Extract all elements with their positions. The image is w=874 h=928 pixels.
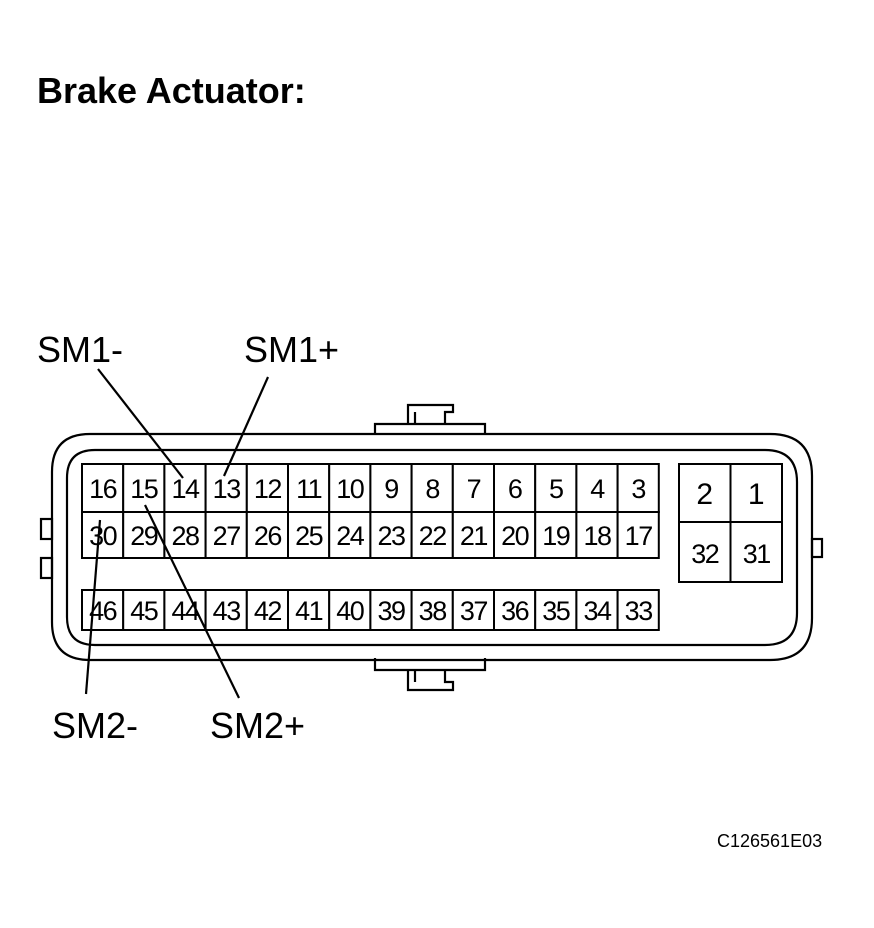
top-latch-base [373,422,487,434]
right-key [810,537,824,559]
leader-sm1-plus [222,376,270,477]
callout-sm2-minus: SM2- [52,705,138,746]
pin-number: 21 [460,521,488,551]
pin-number: 39 [377,596,405,626]
pin-number: 41 [295,596,323,626]
pin-number: 30 [89,521,117,551]
pin-number: 25 [295,521,323,551]
figure-code: C126561E03 [717,831,822,851]
pin-number: 22 [419,521,447,551]
pin-cell [328,589,372,631]
pin-number: 7 [467,474,481,504]
pin-number: 31 [743,539,771,569]
pin-number: 29 [130,521,158,551]
pin-number: 45 [130,596,158,626]
pin-cell [410,463,454,513]
pin-number: 16 [89,474,117,504]
pin-cell [287,511,331,559]
pin-number: 35 [542,596,570,626]
pin-number: 15 [130,474,158,504]
pin-number: 42 [254,596,282,626]
connector-housing [39,403,824,692]
pin-cell [451,463,495,513]
pin-cell [575,589,619,631]
left-key-lower [39,556,54,580]
side-pin-grid: 2 1 32 31 [678,463,783,583]
pin-cell [534,511,578,559]
inner-face [65,448,799,647]
pin-number: 28 [171,521,199,551]
pin-cell [729,521,783,583]
pin-cell [122,463,166,513]
callout-sm1-minus: SM1- [37,329,123,370]
diagram-title: Brake Actuator: [37,70,306,111]
pin-number: 9 [384,474,398,504]
pin-cell [204,589,248,631]
pin-cell [729,463,783,523]
pin-number: 2 [696,478,713,511]
leader-sm2-plus [144,504,240,699]
pin-cell [616,589,660,631]
bottom-latch-base [373,658,487,672]
callout-sm1-plus: SM1+ [244,329,339,370]
pin-number: 17 [625,521,653,551]
pin-cell [328,463,372,513]
pin-cell [204,511,248,559]
pin-number: 33 [625,596,653,626]
pin-number: 10 [336,474,364,504]
leader-lines [84,368,270,699]
pin-cell [81,463,125,513]
pin-number: 19 [542,521,570,551]
outer-shell [50,432,814,662]
pin-number: 32 [691,539,719,569]
bottom-latch-tab [406,670,455,692]
pin-number: 34 [583,596,612,626]
pin-number: 40 [336,596,364,626]
pin-number: 14 [171,474,200,504]
pin-number: 36 [501,596,529,626]
pin-cell [122,511,166,559]
pin-cell [81,589,125,631]
pin-number: 43 [213,596,241,626]
pin-number: 37 [460,596,488,626]
pin-number: 8 [425,474,439,504]
pin-number: 20 [501,521,529,551]
pin-cell [245,589,290,631]
pin-number: 1 [748,478,765,511]
pin-number: 38 [419,596,447,626]
callout-sm2-plus: SM2+ [210,705,305,746]
pin-cell [122,589,166,631]
pin-number: 18 [583,521,611,551]
pin-number: 12 [254,474,282,504]
pin-cell [575,511,619,559]
pin-number: 24 [336,521,365,551]
leader-sm2-minus [84,519,102,695]
pin-number: 23 [377,521,405,551]
pin-cell [81,511,125,559]
pin-number: 3 [631,474,645,504]
pin-number: 27 [213,521,241,551]
leader-sm1-minus [97,368,184,479]
left-key-upper [39,517,54,541]
pin-number: 6 [508,474,522,504]
pin-cell [163,511,207,559]
pin-number: 5 [549,474,563,504]
pin-number: 26 [254,521,282,551]
top-latch-tab [406,403,455,424]
pin-number: 11 [296,474,322,504]
pin-number: 13 [213,474,241,504]
pin-cell [451,511,495,559]
pin-cell [616,511,660,559]
pin-number: 4 [590,474,605,504]
